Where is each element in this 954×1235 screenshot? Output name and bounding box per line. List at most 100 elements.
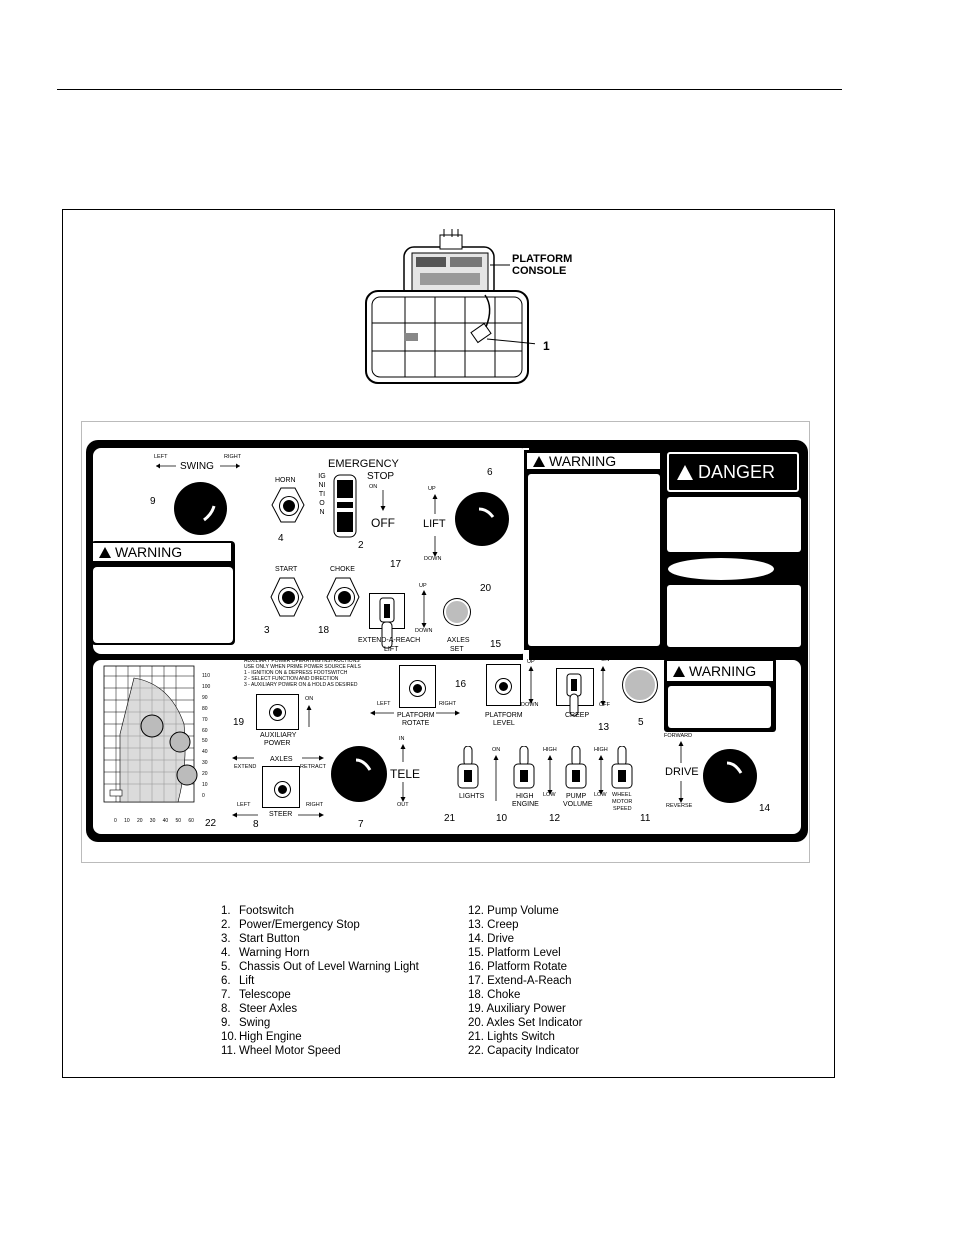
- platform-rotate-sublabel: ROTATE: [402, 720, 430, 727]
- creep-toggle[interactable]: [563, 672, 585, 718]
- legend-num: 5.: [221, 961, 231, 973]
- knob-pointer-icon: [478, 507, 495, 518]
- legend-text: Steer Axles: [239, 1003, 298, 1015]
- lift-down-label: DOWN: [424, 556, 442, 562]
- lights-toggle[interactable]: [456, 746, 480, 790]
- high-engine-toggle[interactable]: [512, 746, 536, 790]
- steer-left-label: LEFT: [237, 802, 251, 808]
- cap-y-tick: 70: [202, 716, 208, 723]
- estop-on-label: ON: [369, 484, 378, 490]
- platform-level-control[interactable]: [496, 679, 511, 694]
- cap-y-tick: 100: [202, 683, 211, 690]
- callout-platform-rotate: 16: [455, 679, 467, 690]
- wheel-motor-sublabel: MOTOR: [612, 799, 633, 805]
- platform-rotate-control[interactable]: [410, 681, 425, 696]
- legend-item: 22. Capacity Indicator: [468, 1045, 580, 1057]
- level-down-label: DOWN: [521, 702, 539, 708]
- legend-text: Lift: [239, 975, 255, 987]
- horn-button[interactable]: [280, 497, 298, 515]
- high-engine-arrow: [493, 755, 499, 801]
- legend-text: High Engine: [239, 1031, 302, 1043]
- platform-rotate-label: PLATFORM: [397, 712, 435, 719]
- legend-num: 10.: [221, 1031, 237, 1043]
- cap-x-tick: 50: [175, 818, 182, 824]
- aux-arrow: [306, 705, 312, 727]
- callout-pump-volume: 12: [549, 813, 561, 824]
- cap-y-tick: 110: [202, 673, 210, 679]
- emergency-stop-switch[interactable]: [333, 474, 357, 538]
- rotate-arrows: [370, 710, 460, 716]
- out-of-level-warning-light: [623, 668, 657, 702]
- callout-swing: 9: [150, 496, 156, 507]
- ear-arrows: [421, 590, 427, 628]
- rotate-left-label: LEFT: [377, 701, 391, 707]
- figure-frame: [62, 209, 835, 1078]
- choke-button[interactable]: [335, 588, 354, 607]
- horn-label: HORN: [275, 477, 296, 484]
- aux-instruction-line: 1 - IGNITION ON & DEPRESS FOOTSWITCH: [244, 670, 348, 676]
- capacity-x-ticks: 0 10 20 30 40 50 60: [114, 818, 194, 824]
- retract-label: RETRACT: [300, 764, 326, 770]
- extend-label: EXTEND: [234, 764, 257, 770]
- pump-low-label: LOW: [543, 792, 556, 798]
- platform-level-sublabel: LEVEL: [493, 720, 515, 727]
- warning-triangle-icon: [533, 455, 545, 467]
- legend-item: 17. Extend-A-Reach: [468, 975, 572, 987]
- legend-text: Telescope: [239, 989, 291, 1001]
- cap-y-tick: 80: [202, 705, 208, 712]
- steer-arrows: [232, 812, 324, 818]
- cap-x-tick: 20: [136, 818, 143, 824]
- danger-text: DANGER: [698, 461, 776, 482]
- axles-steer-control[interactable]: [275, 782, 290, 797]
- lights-label: LIGHTS: [459, 793, 485, 800]
- drive-arrows: [678, 741, 684, 803]
- extend-a-reach-label: EXTEND-A-REACH: [358, 637, 421, 644]
- cap-x-tick: 0: [114, 818, 117, 824]
- extend-a-reach-toggle[interactable]: [376, 596, 398, 652]
- callout-lift: 6: [487, 467, 493, 478]
- ear-down-label: DOWN: [415, 628, 433, 634]
- cap-y-tick: 50: [202, 738, 208, 745]
- capacity-indicator-chart: [103, 665, 198, 803]
- axles-set-label: AXLES: [447, 637, 470, 644]
- cap-x-tick: 60: [188, 818, 194, 824]
- swing-knob[interactable]: [174, 482, 227, 535]
- ear-up-label: UP: [419, 583, 427, 589]
- pump-volume-toggle[interactable]: [564, 746, 588, 790]
- drive-knob[interactable]: [703, 749, 757, 803]
- creep-off-label: OFF: [599, 702, 610, 708]
- danger-body-2: [667, 585, 801, 647]
- level-arrows: [528, 666, 534, 704]
- axles-label: AXLES: [270, 756, 293, 763]
- tele-knob[interactable]: [331, 746, 387, 802]
- legend-item: 20. Axles Set Indicator: [468, 1017, 583, 1029]
- callout-choke: 18: [318, 625, 330, 636]
- wheel-motor-speed-toggle[interactable]: [610, 746, 634, 790]
- aux-instruction-line: USE ONLY WHEN PRIME POWER SOURCE FAILS: [244, 664, 361, 670]
- start-button[interactable]: [279, 588, 298, 607]
- legend-item: 10.High Engine: [221, 1030, 419, 1044]
- callout-horn: 4: [278, 533, 284, 544]
- ignition-label: IGNITION: [318, 473, 326, 516]
- callout-axles-set: 20: [480, 583, 492, 594]
- callout-wheel-motor: 11: [640, 813, 651, 824]
- high-engine-label: HIGH: [516, 793, 534, 800]
- callout-aux-power: 19: [233, 717, 245, 728]
- aux-power-button[interactable]: [270, 705, 285, 720]
- warning-triangle-icon: [673, 665, 685, 677]
- legend-text: Start Button: [239, 933, 300, 945]
- wheel-low-label: LOW: [594, 792, 607, 798]
- legend-item: 21. Lights Switch: [468, 1031, 555, 1043]
- cap-x-tick: 30: [149, 818, 156, 824]
- pump-arrows: [547, 755, 553, 795]
- callout-capacity: 22: [205, 818, 217, 829]
- legend-item: 19. Auxiliary Power: [468, 1003, 566, 1015]
- warning-header-small: WARNING: [667, 661, 773, 681]
- legend-item: 1.Footswitch: [221, 904, 419, 918]
- warning-triangle-icon: [99, 546, 111, 558]
- lift-knob[interactable]: [455, 492, 509, 546]
- danger-header: DANGER: [667, 452, 799, 492]
- axles-set-sublabel: SET: [450, 646, 464, 653]
- legend-item: 6.Lift: [221, 974, 419, 988]
- platform-level-label: PLATFORM: [485, 712, 523, 719]
